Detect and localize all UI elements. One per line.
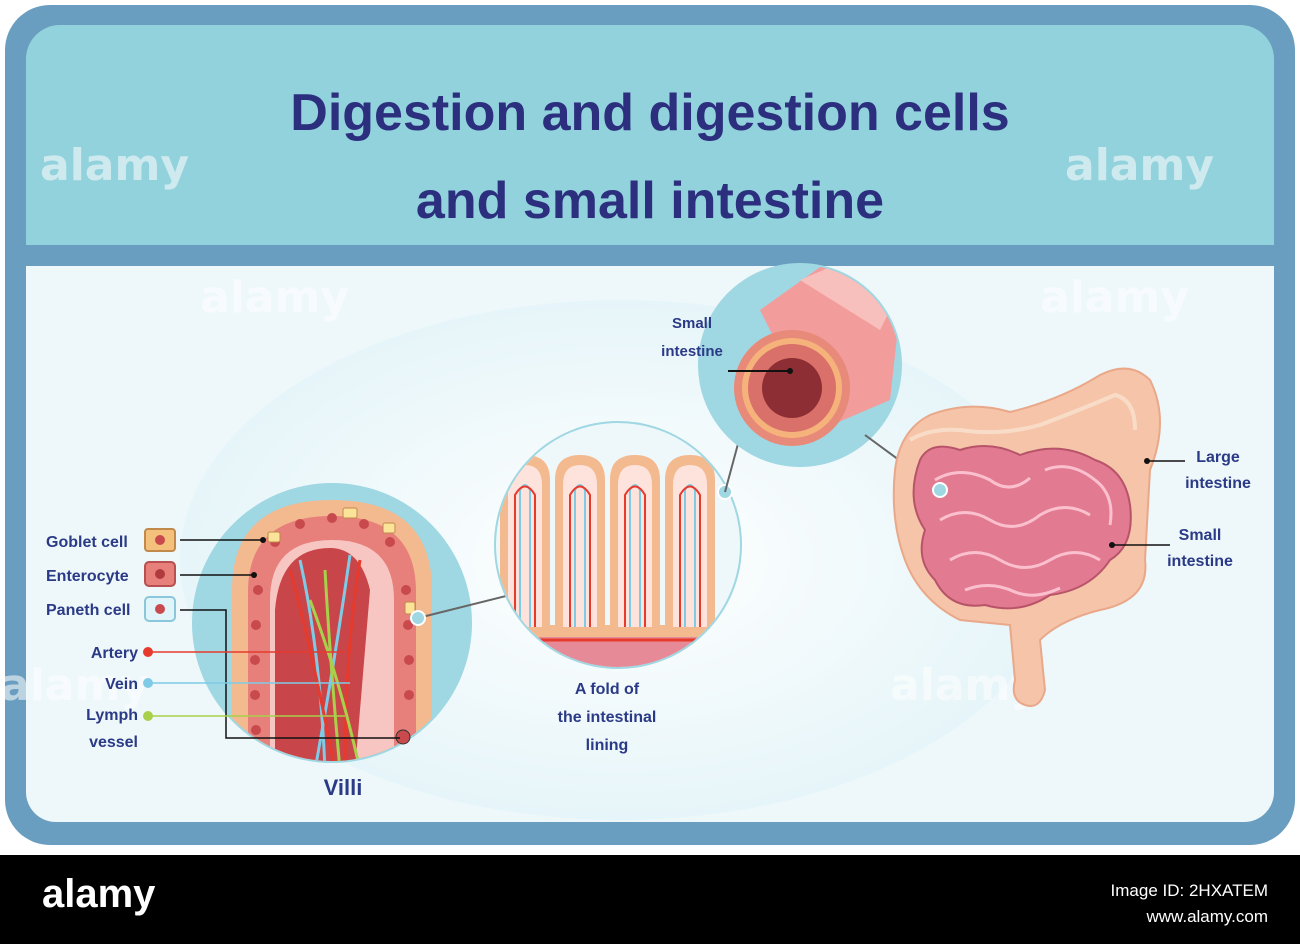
paneth-cell-label: Paneth cell (46, 602, 130, 619)
connector-line (417, 594, 511, 619)
villi-caption: Villi (324, 775, 363, 800)
title-line-1: Digestion and digestion cells (290, 84, 1009, 142)
goblet-cell-label: Goblet cell (46, 534, 128, 551)
villi-legend: Goblet cell Enterocyte Paneth cell Arter… (46, 528, 400, 800)
watermark: alamy (1065, 140, 1214, 191)
large-intestine-label-line-1: Large (1196, 449, 1240, 466)
watermark: alamy (40, 140, 189, 191)
lymph-label-line-2: vessel (89, 734, 138, 751)
fold-caption-line-1: A fold of (575, 681, 640, 698)
footer-url[interactable]: www.alamy.com (1145, 907, 1268, 926)
footer-image-id: Image ID: 2HXATEM (1111, 881, 1268, 900)
header-panel (26, 25, 1274, 247)
lymph-label-line-1: Lymph (86, 707, 138, 724)
fold-caption-line-2: the intestinal (558, 709, 657, 726)
large-intestine-label-line-2: intestine (1185, 475, 1251, 492)
vein-label: Vein (105, 676, 138, 693)
intestines-illustration: Large intestine Small intestine (892, 367, 1251, 707)
header-fill (26, 200, 1274, 245)
watermark: alamy (1040, 272, 1189, 323)
fold-caption-line-3: lining (586, 737, 629, 754)
small-intestine-label-line-1: Small (1179, 527, 1222, 544)
small-intestine-label-line-2: intestine (1167, 553, 1233, 570)
artery-label: Artery (91, 645, 138, 662)
content-fill (26, 266, 1274, 306)
title-line-2: and small intestine (416, 172, 884, 230)
tube-label-line-1: Small (672, 315, 712, 332)
villi-illustration (192, 483, 472, 763)
watermark: alamy (0, 660, 149, 711)
footer-logo[interactable]: alamy (42, 872, 156, 916)
watermark: alamy (200, 272, 349, 323)
tube-label-line-2: intestine (661, 343, 723, 360)
enterocyte-label: Enterocyte (46, 568, 129, 585)
fold-illustration: A fold of the intestinal lining (494, 421, 742, 754)
footer-bar (0, 855, 1300, 944)
